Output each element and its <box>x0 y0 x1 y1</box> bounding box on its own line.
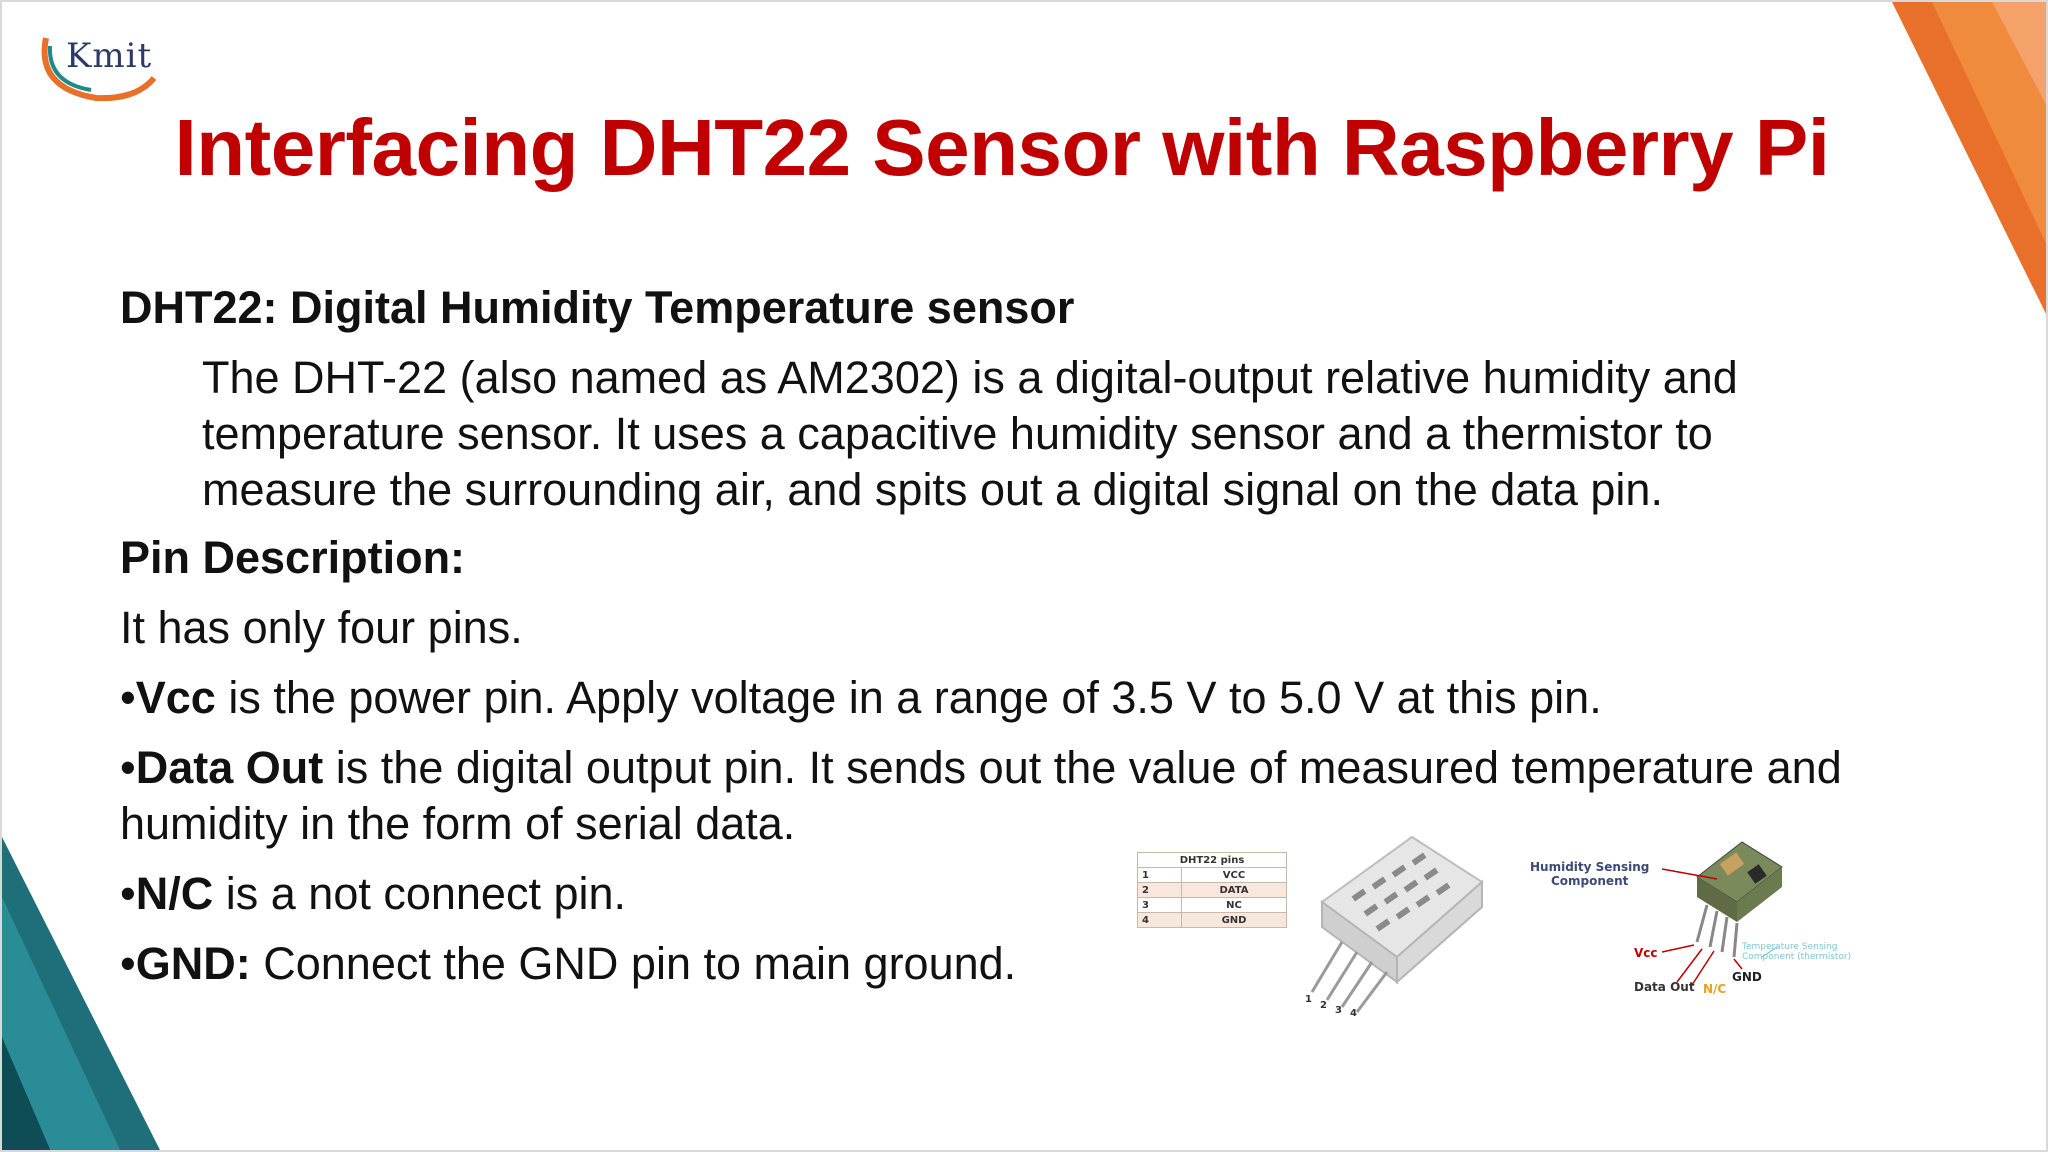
pin-number-label: 3 <box>1335 1005 1342 1016</box>
logo-text: Kmit <box>66 36 153 76</box>
bullet-text: Connect the GND pin to main ground. <box>250 938 1017 989</box>
top-right-decoration <box>1892 2 2046 314</box>
bullet-term: GND: <box>135 938 251 989</box>
temperature-component-label: Temperature Sensing Component (thermisto… <box>1742 942 1852 962</box>
pin-intro: It has only four pins. <box>120 602 523 653</box>
bullet-term: Data Out <box>135 742 324 793</box>
bullet-term: Vcc <box>135 672 216 723</box>
pin-number-label: 2 <box>1320 1000 1327 1011</box>
gnd-label: GND <box>1732 970 1762 984</box>
sensor-heading: DHT22: Digital Humidity Temperature sens… <box>120 282 1075 333</box>
bullet-text: is the power pin. Apply voltage in a ran… <box>215 672 1602 723</box>
bullet-term: N/C <box>135 868 214 919</box>
pin-number-label: 1 <box>1305 994 1312 1005</box>
bullet-data-out: •Data Out is the digital output pin. It … <box>120 742 1842 849</box>
dht22-sensor-image: 1 2 3 4 <box>1305 835 1484 1017</box>
sensor-description: The DHT-22 (also named as AM2302) is a d… <box>120 350 1960 518</box>
vcc-label: Vcc <box>1634 946 1658 960</box>
data-out-label: Data Out <box>1634 980 1695 994</box>
dht22-internal-image <box>1661 841 1783 986</box>
pin-name: NC <box>1181 897 1287 913</box>
slide-content: DHT22: Digital Humidity Temperature sens… <box>120 274 1960 1006</box>
bullet-text: is the digital output pin. It sends out … <box>120 742 1842 849</box>
humidity-component-label: Humidity Sensing Component <box>1530 860 1650 888</box>
slide-title: Interfacing DHT22 Sensor with Raspberry … <box>174 103 1830 192</box>
description-line: temperature sensor. It uses a capacitive… <box>202 408 1713 459</box>
pin-description-heading: Pin Description: <box>120 532 466 583</box>
pin-name: GND <box>1181 912 1287 928</box>
pin-name: DATA <box>1181 882 1287 898</box>
bullet-nc: •N/C is a not connect pin. <box>120 868 627 919</box>
bullet-vcc: •Vcc is the power pin. Apply voltage in … <box>120 672 1602 723</box>
description-line: measure the surrounding air, and spits o… <box>202 464 1663 515</box>
nc-label: N/C <box>1703 982 1727 996</box>
bullet-text: is a not connect pin. <box>213 868 627 919</box>
kmit-logo: Kmit <box>36 28 161 114</box>
pin-number: 2 <box>1136 882 1183 898</box>
pin-number: 3 <box>1136 897 1183 913</box>
pin-table-header: DHT22 pins <box>1137 852 1287 868</box>
pin-number: 1 <box>1136 867 1183 883</box>
pin-name: VCC <box>1181 867 1287 883</box>
bullet-gnd: •GND: Connect the GND pin to main ground… <box>120 938 1017 989</box>
description-line: The DHT-22 (also named as AM2302) is a d… <box>202 352 1738 403</box>
bottom-left-decoration <box>2 837 160 1150</box>
pin-number: 4 <box>1136 912 1183 928</box>
pin-number-label: 4 <box>1350 1008 1357 1017</box>
